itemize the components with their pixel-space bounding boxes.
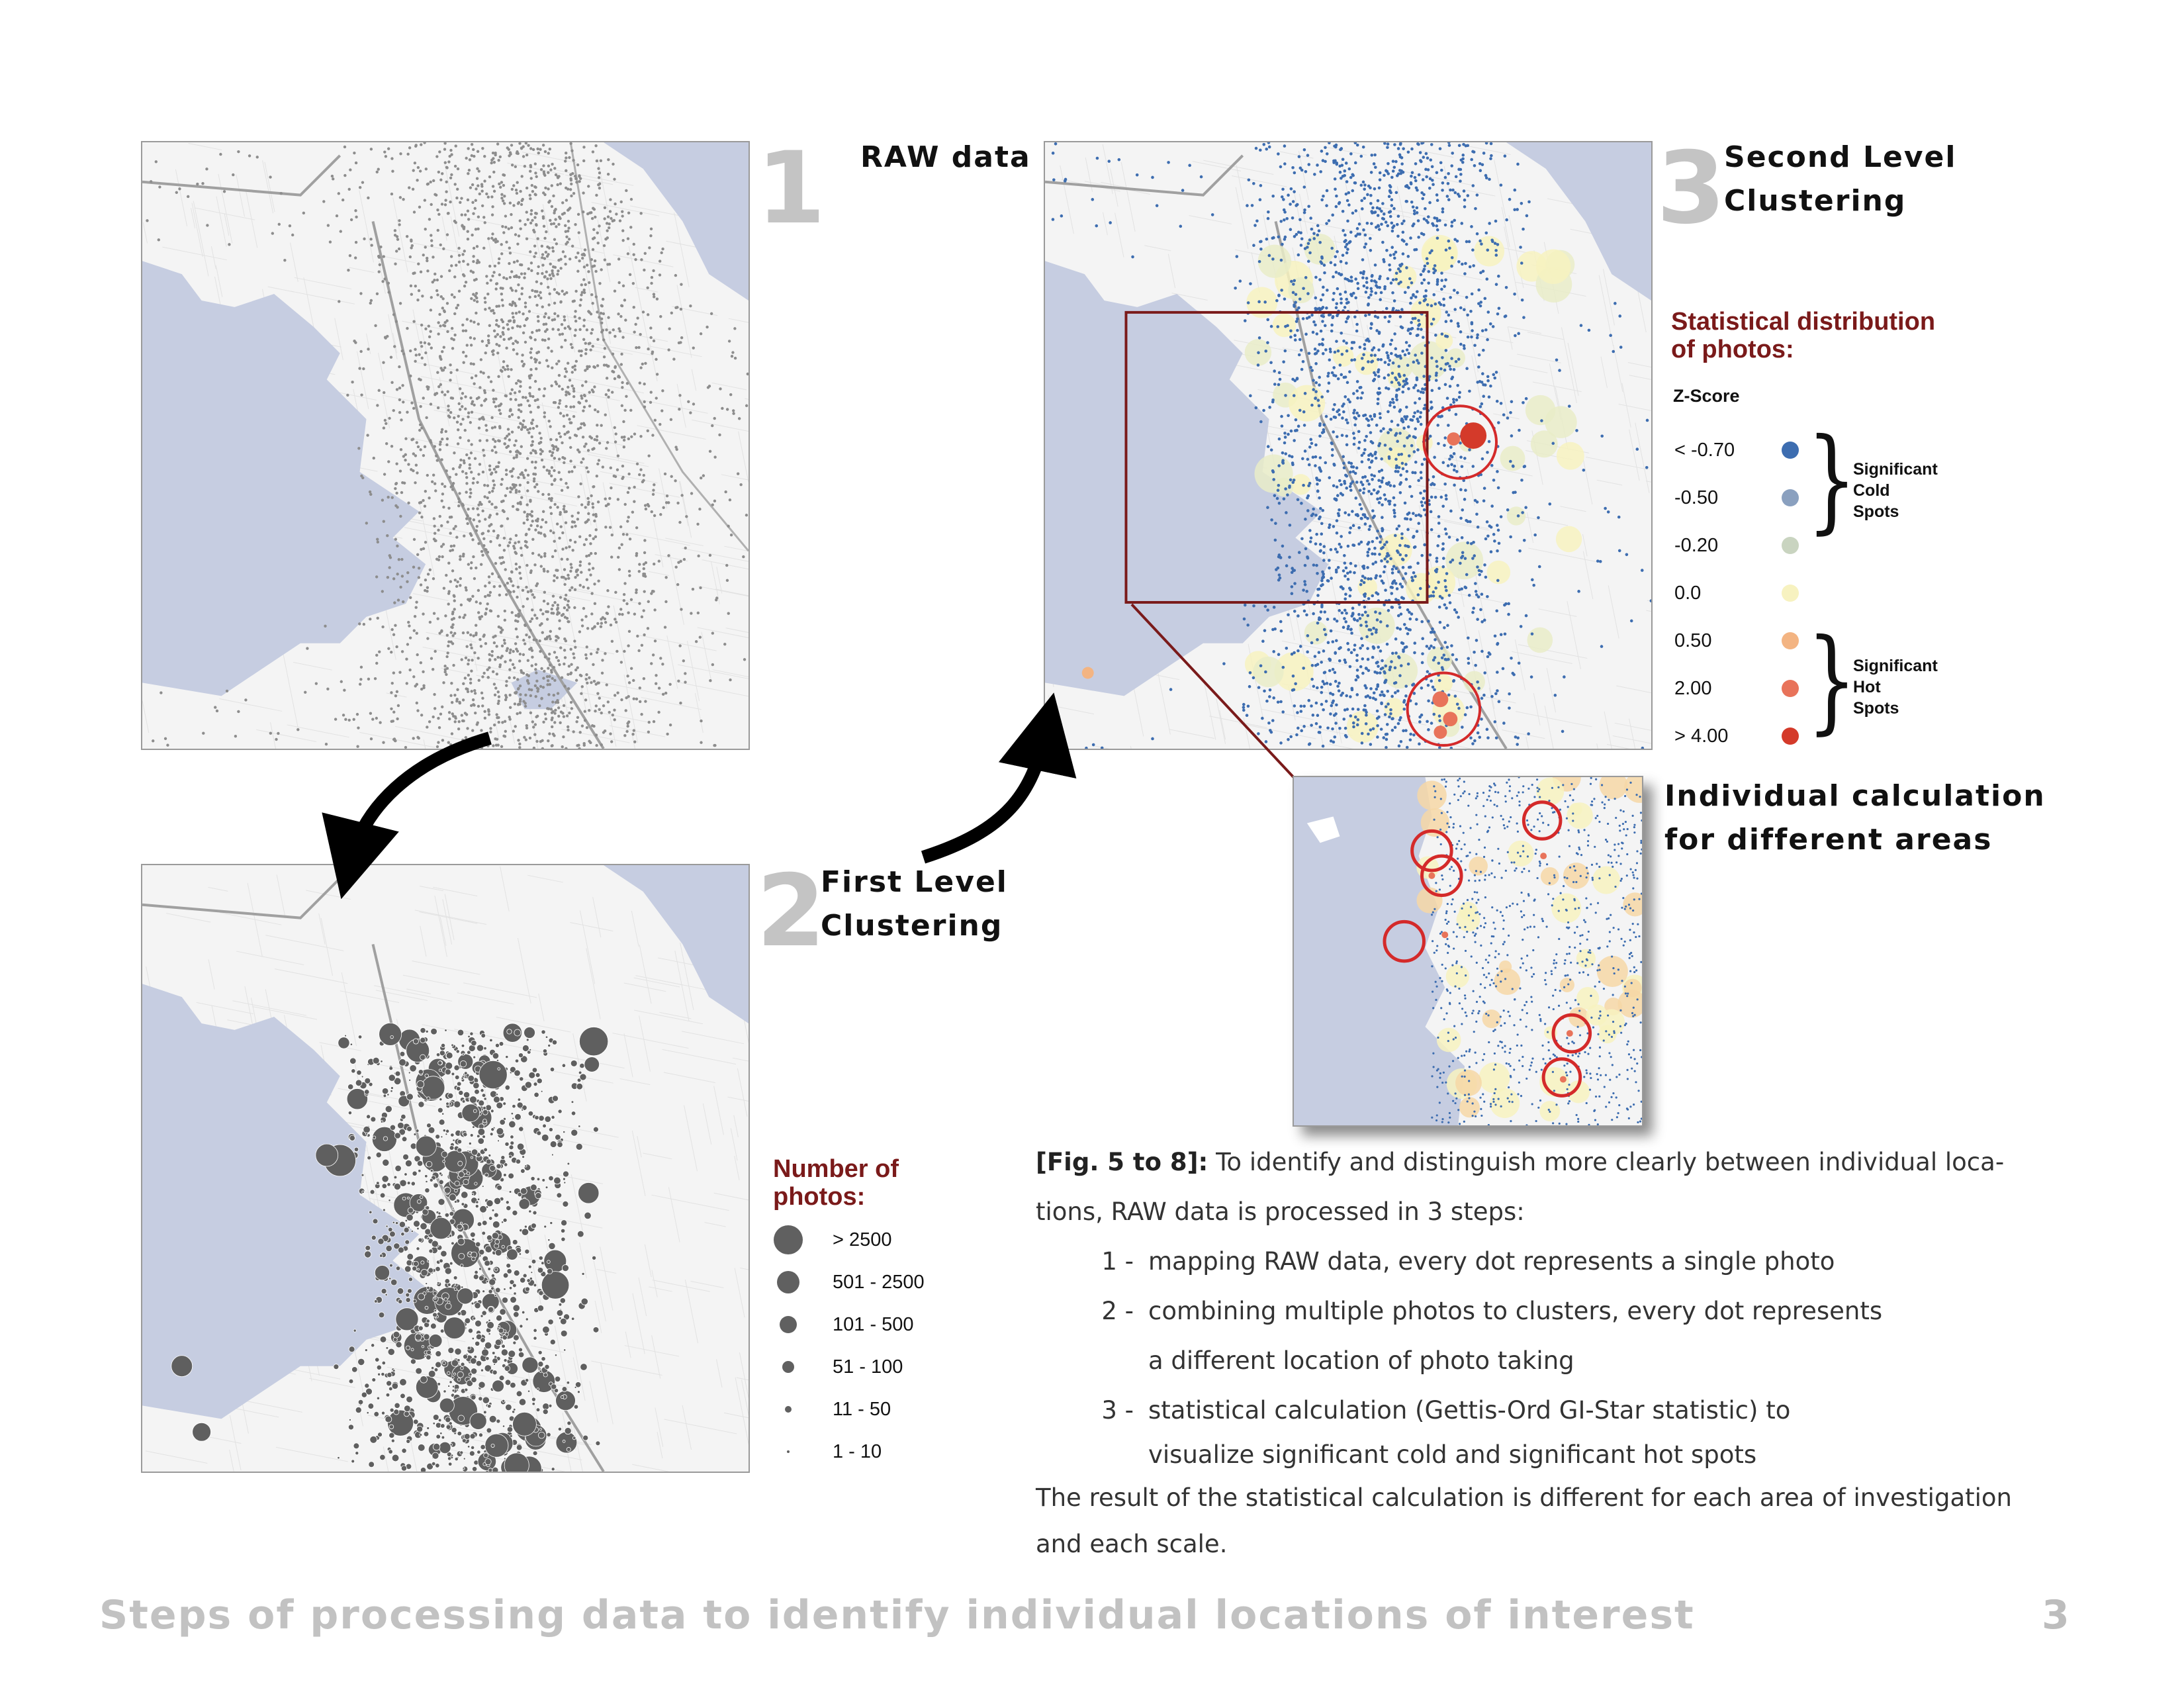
second-level-clustering-map-graphic — [1045, 142, 1651, 749]
step-3-title-line1: Second Level — [1724, 140, 1957, 174]
hotspot-ring — [1422, 404, 1498, 480]
step-2-title-line1: First Level — [821, 865, 1008, 899]
caption-outro-line2: and each scale. — [1036, 1530, 1228, 1558]
step-2-title: First Level Clustering — [821, 861, 1008, 948]
zscore-legend-label: -0.50 — [1674, 487, 1719, 508]
photo-legend-label: 1 - 10 — [833, 1441, 882, 1462]
zscore-legend-title-line2: of photos: — [1671, 336, 1794, 363]
figure-caption: [Fig. 5 to 8]: To identify and distingui… — [1036, 1137, 2088, 1568]
cold-spots-brace: } — [1807, 414, 1857, 545]
raw-data-map — [141, 141, 750, 750]
zscore-legend-title-line1: Statistical distribution — [1671, 308, 1936, 336]
caption-item-text: statistical calculation (Gettis-Ord GI-S… — [1148, 1396, 1791, 1425]
step-1-title-line1: RAW data — [860, 140, 1031, 174]
caption-item-number: 1 - — [1101, 1247, 1134, 1276]
photo-legend-title-line1: Number of — [773, 1155, 899, 1183]
cold-spots-label-line1: Significant — [1853, 460, 1938, 479]
hot-spots-label-line1: Significant — [1853, 657, 1938, 675]
caption-intro-text: To identify and distinguish more clearly… — [1208, 1148, 2005, 1176]
photo-legend-title: Number of photos: — [773, 1155, 899, 1211]
caption-outro-line1: The result of the statistical calculatio… — [1036, 1483, 2012, 1512]
step-3-title-line2: Clustering — [1724, 184, 1907, 218]
hotspot-ring — [1551, 1013, 1592, 1054]
step-3-number: 3 — [1657, 131, 1726, 246]
zscore-legend-swatch — [1782, 489, 1799, 506]
photo-legend-label: 501 - 2500 — [833, 1272, 925, 1293]
caption-item-number: 3 - — [1101, 1396, 1134, 1425]
zscore-legend-swatch — [1782, 727, 1799, 745]
hotspot-ring — [1522, 800, 1563, 841]
hot-spots-brace: } — [1807, 615, 1857, 746]
individual-calculation-line1: Individual calculation — [1664, 779, 2046, 813]
second-level-clustering-map — [1044, 141, 1653, 750]
zscore-legend-swatch — [1782, 632, 1799, 649]
caption-item-number: 2 - — [1101, 1297, 1134, 1325]
step-1-number: 1 — [756, 131, 826, 246]
photo-legend-title-line2: photos: — [773, 1183, 866, 1211]
step-2-title-line2: Clustering — [821, 909, 1003, 943]
hotspot-ring — [1383, 919, 1426, 963]
hot-spots-label-line2: Hot — [1853, 678, 1881, 696]
caption-item-2: 2 - combining multiple photos to clusters… — [1036, 1286, 2088, 1336]
zscore-legend-label: 0.0 — [1674, 583, 1702, 604]
cold-spots-label: Significant Cold Spots — [1853, 459, 1938, 522]
photo-legend-label: 51 - 100 — [833, 1356, 903, 1378]
photo-legend-label: > 2500 — [833, 1229, 892, 1250]
caption-item-1: 1 - mapping RAW data, every dot represent… — [1036, 1237, 2088, 1286]
hotspot-ring — [1420, 854, 1463, 898]
caption-item-3: 3 - statistical calculation (Gettis-Ord G… — [1036, 1385, 2088, 1435]
zscore-subtitle: Z-Score — [1673, 386, 1740, 406]
caption-intro: [Fig. 5 to 8]: To identify and distingui… — [1036, 1137, 2088, 1187]
zscore-legend-swatch — [1782, 537, 1799, 554]
zscore-legend-swatch — [1782, 442, 1799, 459]
caption-item-text: combining multiple photos to clusters, e… — [1148, 1297, 1883, 1325]
hot-spots-label-line3: Spots — [1853, 699, 1899, 718]
zscore-legend-swatch — [1782, 680, 1799, 697]
zscore-legend-label: 0.50 — [1674, 630, 1712, 651]
step-2-number: 2 — [756, 854, 826, 969]
hotspot-ring — [1541, 1057, 1582, 1098]
cold-spots-label-line3: Spots — [1853, 502, 1899, 521]
photo-legend-swatch — [780, 1316, 797, 1333]
hot-spots-label: Significant Hot Spots — [1853, 655, 1938, 719]
photo-legend-label: 101 - 500 — [833, 1314, 914, 1335]
zscore-legend-title: Statistical distribution of photos: — [1671, 308, 1935, 363]
cold-spots-label-line2: Cold — [1853, 481, 1890, 500]
first-level-clustering-map — [141, 864, 750, 1473]
zscore-legend-swatch — [1782, 585, 1799, 602]
zscore-legend-label: < -0.70 — [1674, 440, 1735, 461]
caption-intro-line2: tions, RAW data is processed in 3 steps: — [1036, 1197, 1525, 1226]
photo-legend-label: 11 - 50 — [833, 1399, 891, 1420]
caption-item-text: mapping RAW data, every dot represents a… — [1148, 1247, 1835, 1276]
caption-item-2-continued: a different location of photo taking — [1148, 1346, 1574, 1375]
step-3-title: Second Level Clustering — [1724, 136, 1956, 223]
photo-legend-swatch — [782, 1361, 794, 1373]
first-level-clustering-map-graphic — [142, 865, 749, 1472]
page-number: 3 — [2042, 1592, 2071, 1638]
caption-lead: [Fig. 5 to 8]: — [1036, 1148, 1208, 1176]
hotspot-ring — [1410, 829, 1453, 872]
photo-legend-swatch — [777, 1271, 799, 1293]
page-footer-title: Steps of processing data to identify ind… — [99, 1592, 1695, 1638]
step-1-title: RAW data — [860, 136, 1031, 179]
inset-detail-map — [1293, 776, 1643, 1127]
individual-calculation-line2: for different areas — [1664, 823, 1993, 857]
zscore-legend-label: > 4.00 — [1674, 726, 1729, 747]
inset-detail-map-graphic — [1294, 777, 1642, 1125]
photo-legend-swatch — [785, 1406, 792, 1413]
arrow-step1-to-step2 — [322, 731, 492, 900]
individual-calculation-title: Individual calculation for different are… — [1664, 774, 2046, 862]
zscore-legend-label: 2.00 — [1674, 678, 1712, 699]
hotspot-ring — [1406, 671, 1482, 747]
arrow-step2-to-step3 — [921, 692, 1077, 864]
photo-legend-swatch — [787, 1450, 790, 1453]
zscore-legend-label: -0.20 — [1674, 535, 1719, 556]
photo-legend-swatch — [774, 1225, 803, 1254]
caption-item-3-continued: visualize significant cold and significa… — [1148, 1440, 1757, 1469]
raw-data-map-graphic — [142, 142, 749, 749]
